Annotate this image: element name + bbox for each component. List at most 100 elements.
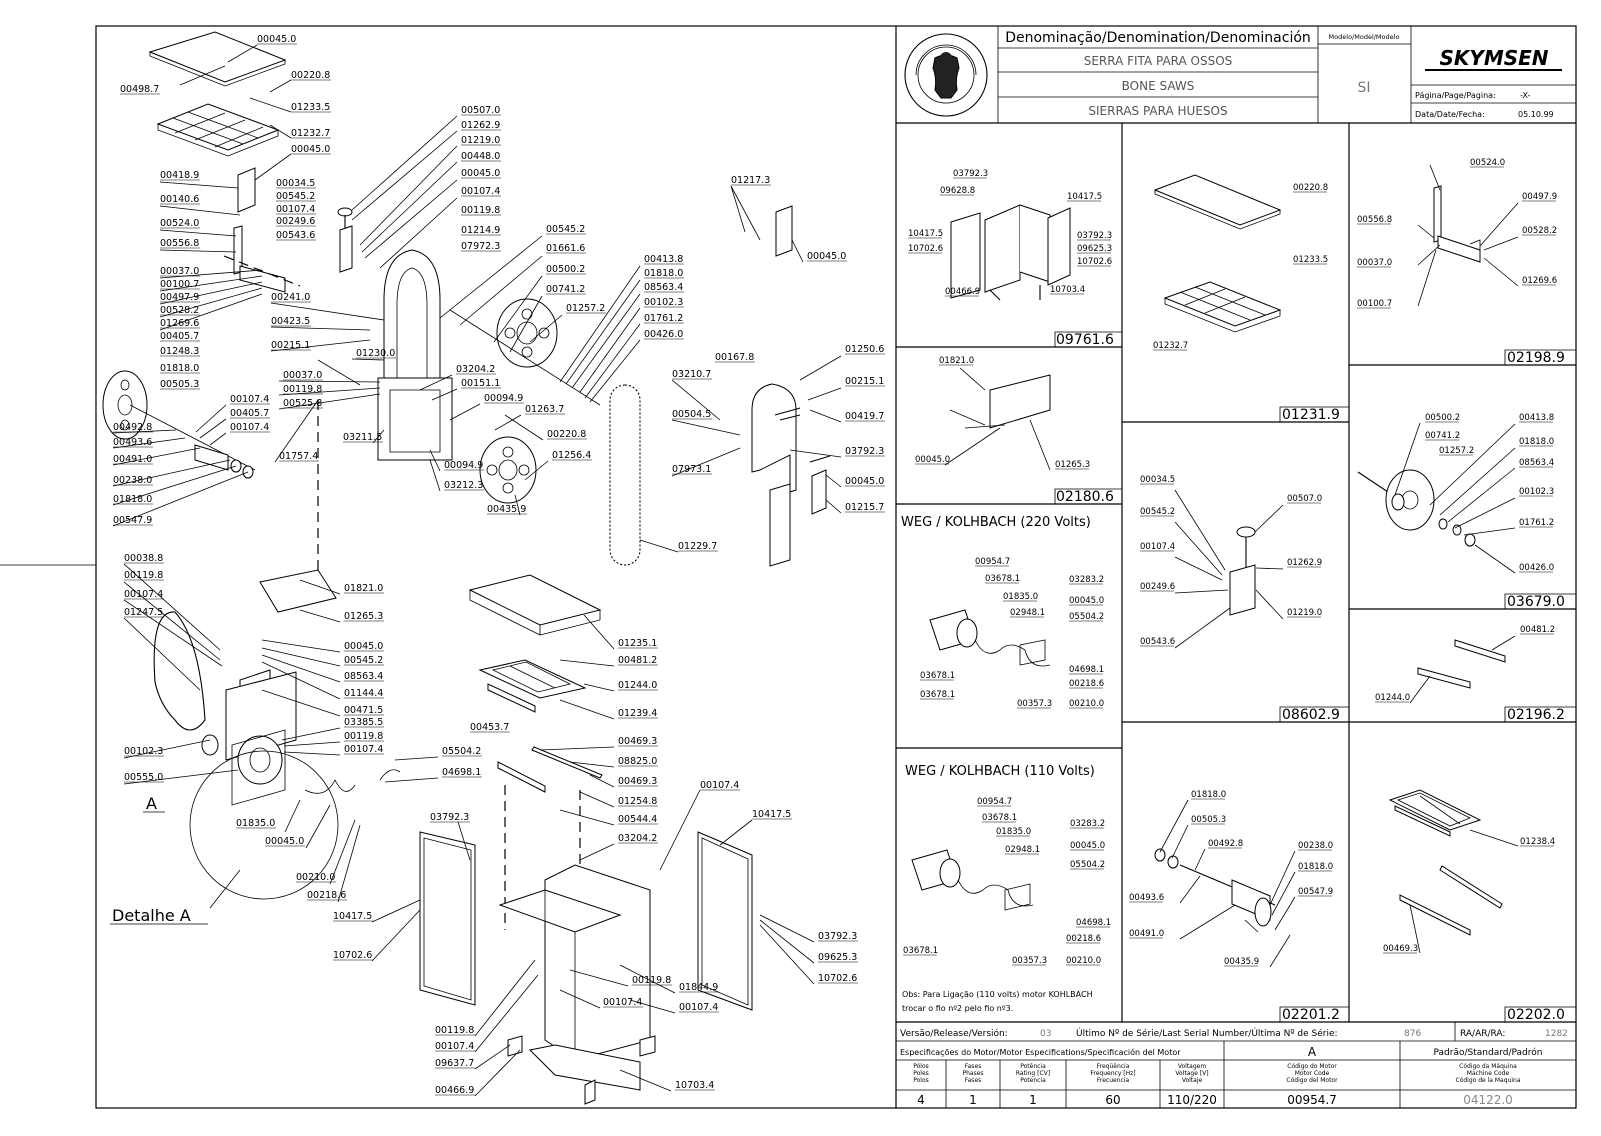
panel-part-label-54: 00210.0 bbox=[1069, 699, 1104, 709]
denomination-label: Denominação/Denomination/Denominación bbox=[1005, 30, 1311, 46]
spec-header-3-0: Freqüência bbox=[1097, 1063, 1130, 1070]
main-exploded-view: A Detalhe A bbox=[102, 31, 842, 1105]
spec-headers: PólosPolesPolosFasesPhasesFasesPotênciaR… bbox=[913, 1063, 1521, 1084]
panel-6-knob-bracket bbox=[1174, 489, 1284, 649]
part-label-128: 09637.7 bbox=[435, 1058, 474, 1069]
part-label-112: 08825.0 bbox=[618, 756, 657, 767]
date-label: Data/Date/Fecha: bbox=[1415, 110, 1485, 119]
part-label-81: 07973.1 bbox=[672, 464, 711, 475]
panel-part-label-74: 00491.0 bbox=[1129, 929, 1164, 939]
panel-part-label-31: 00500.2 bbox=[1425, 413, 1460, 423]
panel-part-label-55: 00954.7 bbox=[977, 797, 1012, 807]
part-label-113: 00469.3 bbox=[618, 776, 657, 787]
guide-rod-1 bbox=[531, 746, 603, 779]
spec-header-4-0: Voltagem bbox=[1178, 1063, 1207, 1070]
panel-code-3: 02198.9 bbox=[1507, 350, 1565, 366]
panel-part-label-20: 01821.0 bbox=[939, 356, 974, 366]
part-label-122: 00119.8 bbox=[632, 975, 671, 986]
upper-guide-bracket bbox=[775, 205, 793, 257]
panel-part-label-11: 01233.5 bbox=[1293, 255, 1328, 265]
part-label-0: 00045.0 bbox=[257, 34, 296, 45]
sheet-border bbox=[95, 25, 1577, 1109]
part-label-23: 00505.3 bbox=[160, 379, 199, 390]
part-label-1: 00220.8 bbox=[291, 70, 330, 81]
panel-part-label-32: 00413.8 bbox=[1519, 413, 1554, 423]
part-label-6: 00418.9 bbox=[160, 170, 199, 181]
standard-label: Padrão/Standard/Padrón bbox=[1434, 1047, 1543, 1058]
panel-part-label-2: 10417.5 bbox=[1067, 192, 1102, 202]
panel-1-cabinet bbox=[950, 204, 1071, 301]
part-label-64: 01757.4 bbox=[279, 451, 318, 462]
panel-part-label-46: 03283.2 bbox=[1069, 575, 1104, 585]
spec-header-5-0: Código do Motor bbox=[1287, 1063, 1337, 1070]
part-label-51: 00094.9 bbox=[444, 460, 483, 471]
panel-part-label-76: 01238.4 bbox=[1520, 837, 1555, 847]
wheel-cover-door bbox=[751, 383, 797, 493]
panel-part-label-18: 01269.6 bbox=[1522, 276, 1557, 286]
part-label-105: 00218.6 bbox=[307, 890, 346, 901]
part-label-48: 01263.7 bbox=[525, 404, 564, 415]
authorized-service-seal bbox=[904, 33, 988, 117]
spec-header-2-1: Rating [CV] bbox=[1016, 1070, 1050, 1077]
panel-code-8: 02201.2 bbox=[1282, 1007, 1340, 1023]
part-label-109: 01239.4 bbox=[618, 708, 657, 719]
column-a-label: A bbox=[1308, 1045, 1317, 1059]
part-label-21: 01248.3 bbox=[160, 346, 199, 357]
panel-code-5: 03679.0 bbox=[1507, 594, 1565, 610]
detail-a-label: Detalhe A bbox=[112, 906, 191, 925]
part-label-47: 00094.9 bbox=[484, 393, 523, 404]
part-label-53: 01256.4 bbox=[552, 450, 591, 461]
part-label-99: 00555.0 bbox=[124, 772, 163, 783]
part-label-78: 00419.7 bbox=[845, 411, 884, 422]
part-label-60: 00491.0 bbox=[113, 454, 152, 465]
part-label-87: 01247.5 bbox=[124, 607, 163, 618]
part-label-123: 01844.9 bbox=[679, 982, 718, 993]
wiring-note-line-2: trocar o fio nº2 pelo fio nº3. bbox=[902, 1004, 1013, 1013]
model-label: Modelo/Model/Modelo bbox=[1329, 33, 1400, 41]
cabinet-body bbox=[498, 864, 656, 1105]
panel-part-label-62: 03678.1 bbox=[903, 946, 938, 956]
motor-spec-table bbox=[896, 1022, 1576, 1108]
part-label-2: 00498.7 bbox=[120, 84, 159, 95]
part-label-121: 10702.6 bbox=[333, 950, 372, 961]
spec-value-6: 04122.0 bbox=[1463, 1093, 1513, 1107]
lower-wheel bbox=[479, 436, 537, 504]
part-label-92: 08563.4 bbox=[344, 671, 383, 682]
panel-part-label-59: 03283.2 bbox=[1070, 819, 1105, 829]
part-label-131: 03792.3 bbox=[818, 931, 857, 942]
panel-part-label-38: 01761.2 bbox=[1519, 518, 1554, 528]
part-label-79: 03792.3 bbox=[845, 446, 884, 457]
part-label-130: 10703.4 bbox=[675, 1080, 714, 1091]
part-label-44: 00525.8 bbox=[283, 398, 322, 409]
part-label-117: 00107.4 bbox=[700, 780, 739, 791]
spec-header-0-1: Poles bbox=[913, 1070, 929, 1077]
part-label-98: 00102.3 bbox=[124, 746, 163, 757]
panel-part-label-4: 10702.6 bbox=[908, 244, 943, 254]
panel-part-label-12: 01232.7 bbox=[1153, 341, 1188, 351]
grid-tray bbox=[156, 103, 280, 157]
panel-part-label-66: 00210.0 bbox=[1066, 956, 1101, 966]
spec-header-2-0: Potência bbox=[1020, 1063, 1046, 1070]
page-label: Página/Page/Pagina: bbox=[1415, 91, 1496, 100]
panel-part-label-47: 00045.0 bbox=[1069, 596, 1104, 606]
part-label-75: 01250.6 bbox=[845, 344, 884, 355]
part-label-114: 01254.8 bbox=[618, 796, 657, 807]
panel-part-label-44: 01835.0 bbox=[1003, 592, 1038, 602]
part-label-25: 00423.5 bbox=[271, 316, 310, 327]
spec-header-4-2: Voltaje bbox=[1182, 1077, 1203, 1084]
panel-part-label-68: 00505.3 bbox=[1191, 815, 1226, 825]
part-label-101: 04698.1 bbox=[442, 767, 481, 778]
part-label-39: 00741.2 bbox=[546, 284, 585, 295]
part-label-126: 00119.8 bbox=[435, 1025, 474, 1036]
machine-name-en: BONE SAWS bbox=[1122, 79, 1195, 93]
weg-220-title: WEG / KOLHBACH (220 Volts) bbox=[901, 515, 1091, 530]
spec-header-6-2: Código de la Maquina bbox=[1456, 1077, 1521, 1084]
panel-part-label-43: 03678.1 bbox=[985, 574, 1020, 584]
panel-part-label-30: 00543.6 bbox=[1140, 637, 1175, 647]
spec-value-1: 1 bbox=[969, 1093, 977, 1107]
part-label-49: 00220.8 bbox=[547, 429, 586, 440]
panel-part-label-41: 01244.0 bbox=[1375, 693, 1410, 703]
part-label-93: 01144.4 bbox=[344, 688, 383, 699]
panel-part-label-75: 00435.9 bbox=[1224, 957, 1259, 967]
part-label-61: 00238.0 bbox=[113, 475, 152, 486]
